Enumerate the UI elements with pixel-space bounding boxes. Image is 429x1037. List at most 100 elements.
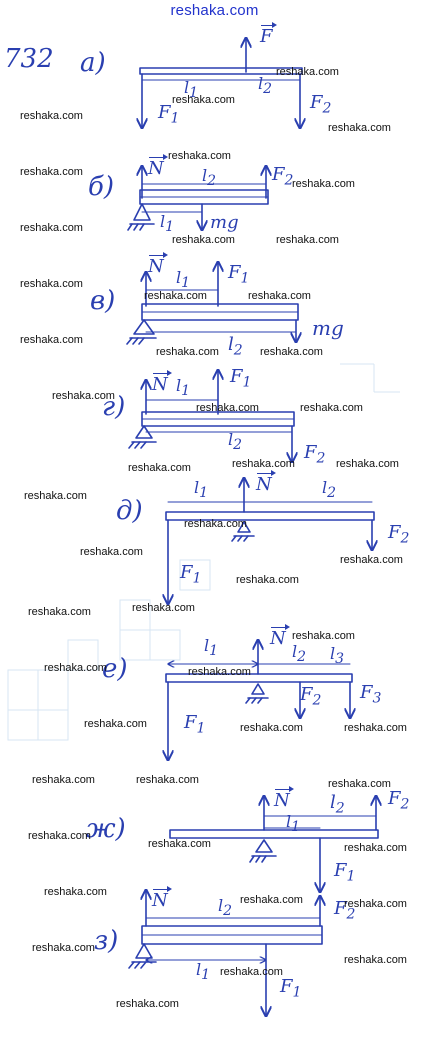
hinge-support [249,839,277,863]
watermark: reshaka.com [260,346,323,358]
force-label-n: N [148,252,168,277]
watermark: reshaka.com [276,66,339,78]
hinge-support [245,683,269,704]
force-label-n: N [270,624,290,649]
diagram-zh [169,796,379,892]
watermark: reshaka.com [24,490,87,502]
beam [169,829,379,839]
hinge-support [126,319,157,345]
length-label-l2: l2 [330,792,345,817]
force-label-f1: F1 [158,102,180,127]
hinge-support [231,521,255,542]
watermark: reshaka.com [52,390,115,402]
beam [165,673,353,683]
length-label-l1: l1 [286,812,301,836]
watermark: reshaka.com [116,998,179,1010]
force-label-f3: F3 [360,682,382,707]
force-label-f2: F2 [310,92,332,117]
diagram-e [166,640,352,760]
watermark: reshaka.com [292,178,355,190]
watermark: reshaka.com [44,886,107,898]
diagram-a [140,38,302,128]
force-label-f1: F1 [280,976,302,1001]
watermark: reshaka.com [168,150,231,162]
length-label-l1: l1 [160,212,175,236]
watermark: reshaka.com [20,278,83,290]
force-label-f1: F1 [184,712,206,737]
force-label-f2: F2 [334,898,356,923]
watermark: reshaka.com [80,546,143,558]
part-label-a: а) [80,48,106,78]
watermark: reshaka.com [28,830,91,842]
force-label-f2: F2 [388,788,410,813]
length-label-l2: l2 [322,478,337,502]
force-label-f2: F2 [300,684,322,709]
watermark: reshaka.com [196,402,259,414]
watermark: reshaka.com [128,462,191,474]
watermark: reshaka.com [292,630,355,642]
watermark: reshaka.com [328,122,391,134]
beam [139,67,303,75]
length-label-l2: l2 [202,166,217,190]
diagram-v [126,262,298,345]
force-label-f1: F1 [334,860,356,885]
watermark: reshaka.com [184,518,247,530]
beam [165,511,375,521]
length-label-l1: l1 [176,376,191,400]
part-label-v: в) [90,286,116,316]
length-label-l2: l2 [228,430,243,454]
diagram-g [128,370,294,462]
part-label-d: д) [116,496,143,526]
force-label-n: N [274,786,294,811]
hinge-support [128,425,157,449]
watermark: reshaka.com [32,774,95,786]
watermark: reshaka.com [20,110,83,122]
length-label-l3: l3 [330,644,345,668]
part-label-g: г) [102,392,126,422]
part-label-e: е) [102,654,128,684]
watermark: reshaka.com [232,458,295,470]
watermark: reshaka.com [240,894,303,906]
part-label-b: б) [88,172,115,202]
length-label-l2: l2 [228,334,243,359]
force-label-n: N [256,470,276,495]
watermark: reshaka.com [248,290,311,302]
force-label-mg: mg [210,212,239,233]
length-label-l1: l1 [184,78,199,102]
watermark: reshaka.com [344,954,407,966]
watermark: reshaka.com [132,602,195,614]
force-label-mg: mg [312,316,344,340]
length-label-l2: l2 [258,74,273,98]
length-label-l1: l1 [204,636,219,660]
watermark: reshaka.com [344,898,407,910]
watermark: reshaka.com [20,334,83,346]
diagram-b [127,166,268,230]
watermark: reshaka.com [300,402,363,414]
length-label-l2: l2 [218,896,233,920]
watermark: reshaka.com [188,666,251,678]
watermark: reshaka.com [148,838,211,850]
force-label-n: N [148,154,168,179]
watermark: reshaka.com [172,234,235,246]
watermark: reshaka.com [32,942,95,954]
watermark: reshaka.com [344,842,407,854]
watermark: reshaka.com [240,722,303,734]
force-label-f1: F1 [230,366,252,391]
watermark: reshaka.com [236,574,299,586]
watermark: reshaka.com [220,966,283,978]
force-label-f2: F2 [272,164,294,189]
watermark: reshaka.com [336,458,399,470]
length-label-l1: l1 [176,268,191,292]
watermark: reshaka.com [156,346,219,358]
force-label-n: N [152,886,172,911]
hinge-support [128,943,157,969]
force-label-f2: F2 [388,522,410,547]
force-label-f1: F1 [180,562,202,587]
problem-number: 732 [4,44,54,74]
watermark: reshaka.com [144,290,207,302]
force-label-f1: F1 [228,262,250,287]
watermark: reshaka.com [276,234,339,246]
watermark: reshaka.com [328,778,391,790]
